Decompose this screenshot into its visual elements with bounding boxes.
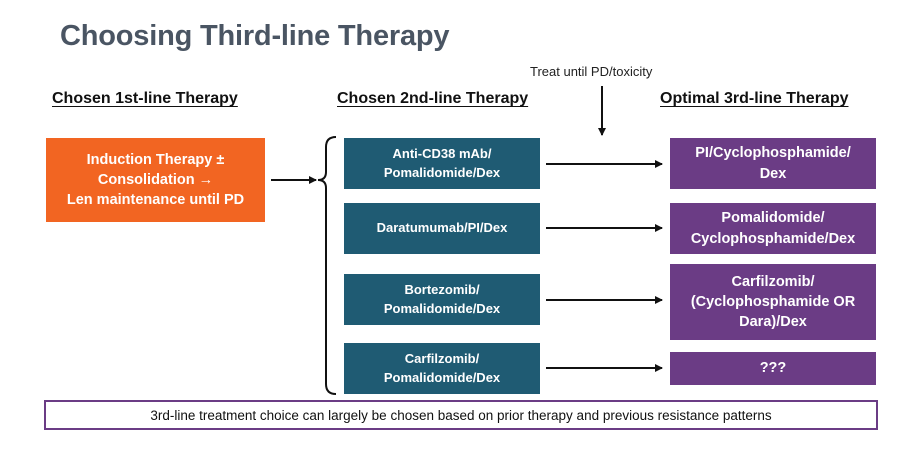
third-line-text-3: Carfilzomib/ (Cyclophosphamide OR Dara)/… (690, 273, 856, 331)
second-line-box-3: Bortezomib/ Pomalidomide/Dex (344, 274, 540, 325)
first-line-therapy-text: Induction Therapy ± Consolidation → Len … (66, 151, 245, 209)
footer-text: 3rd-line treatment choice can largely be… (150, 407, 772, 423)
bracket (317, 136, 337, 395)
second-line-box-2: Daratumumab/PI/Dex (344, 203, 540, 254)
second-line-text-4: Carfilzomib/ Pomalidomide/Dex (383, 351, 501, 385)
column-header-second-line: Chosen 2nd-line Therapy (337, 90, 529, 107)
column-header-third-line: Optimal 3rd-line Therapy (660, 90, 849, 107)
first-line-therapy-box: Induction Therapy ± Consolidation → Len … (46, 138, 265, 222)
second-line-box-1: Anti-CD38 mAb/ Pomalidomide/Dex (344, 138, 540, 189)
second-line-text-1: Anti-CD38 mAb/ Pomalidomide/Dex (383, 146, 501, 180)
third-line-box-3: Carfilzomib/ (Cyclophosphamide OR Dara)/… (670, 264, 876, 340)
second-line-text-2: Daratumumab/PI/Dex (376, 220, 508, 236)
second-line-text-3: Bortezomib/ Pomalidomide/Dex (383, 282, 501, 316)
third-line-box-4: ??? (670, 352, 876, 385)
third-line-box-1: PI/Cyclophosphamide/ Dex (670, 138, 876, 189)
third-line-text-2: Pomalidomide/ Cyclophosphamide/Dex (690, 210, 856, 247)
page-title: Choosing Third-line Therapy (60, 20, 450, 52)
treat-until-note: Treat until PD/toxicity (530, 64, 653, 79)
third-line-box-2: Pomalidomide/ Cyclophosphamide/Dex (670, 203, 876, 254)
footer-callout: 3rd-line treatment choice can largely be… (44, 400, 878, 430)
second-line-box-4: Carfilzomib/ Pomalidomide/Dex (344, 343, 540, 394)
third-line-text-1: PI/Cyclophosphamide/ Dex (695, 145, 851, 182)
column-header-first-line: Chosen 1st-line Therapy (52, 90, 238, 107)
third-line-text-4: ??? (759, 360, 787, 377)
